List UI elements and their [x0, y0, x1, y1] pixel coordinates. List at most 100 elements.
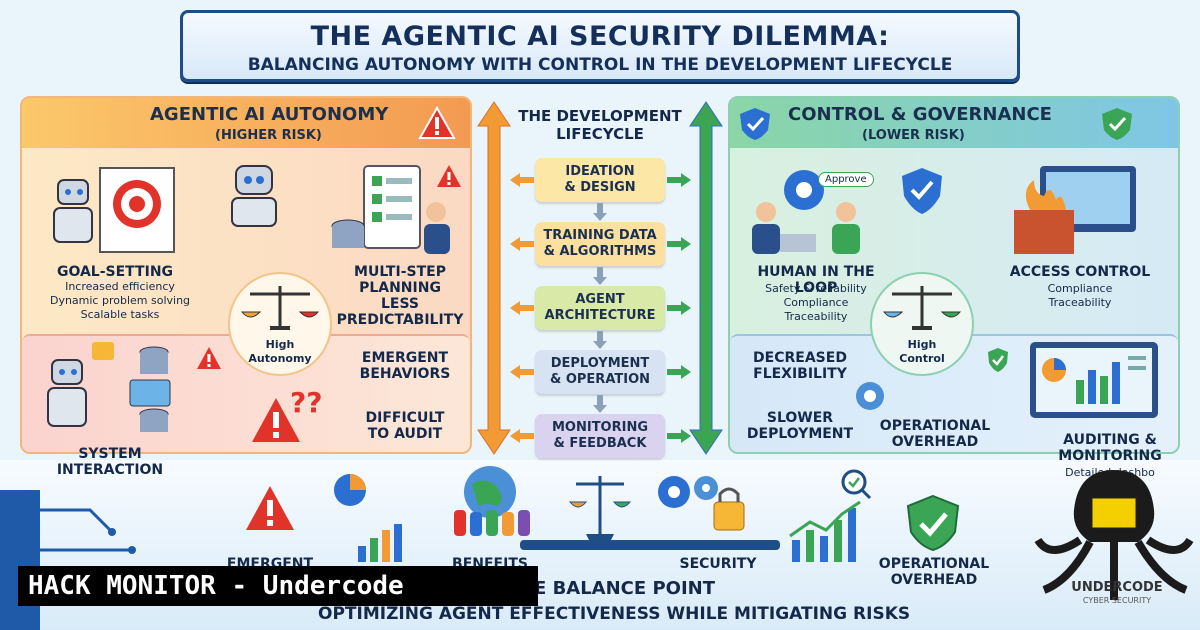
bottom-overhead-line1: OPERATIONAL: [878, 556, 990, 572]
goal-item: Dynamic problem solving: [49, 294, 191, 307]
shield-check-icon: [1102, 108, 1132, 140]
lifecycle-step: DEPLOYMENT& OPERATION: [535, 350, 665, 394]
arrow-down-icon: [593, 267, 607, 285]
robot-target-illustration: [53, 167, 175, 253]
magnifier-check-icon: [841, 469, 872, 500]
dashboard-monitor-illustration: [1030, 342, 1158, 418]
autonomy-panel-header: [22, 98, 470, 148]
lifecycle-step-label: IDEATION& DESIGN: [564, 164, 635, 196]
lifecycle-step-line2: & OPERATION: [549, 372, 651, 387]
orange-double-arrow: [477, 101, 511, 455]
lifecycle-step-label: TRAINING DATA& ALGORITHMS: [543, 228, 656, 260]
arrow-right-icon: [667, 301, 691, 315]
checklist-illustration: [331, 165, 450, 254]
page-title: THE AGENTIC AI SECURITY DILEMMA:: [310, 21, 890, 52]
warning-icon: [418, 106, 456, 139]
autonomy-title: AGENTIC AI AUTONOMY: [150, 104, 389, 125]
lifecycle-step: MONITORING& FEEDBACK: [535, 414, 665, 458]
human-loop-item: Compliance: [783, 296, 849, 309]
arrow-left-icon: [510, 365, 534, 379]
scale-label-line1: High: [265, 338, 295, 351]
gear-icon: [856, 382, 884, 410]
slower-line2: DEPLOYMENT: [746, 426, 854, 442]
globe-people-illustration: [454, 466, 530, 536]
goal-item: Increased efficiency: [65, 280, 175, 293]
multi-step-line4: PREDICTABILITY: [336, 312, 464, 328]
lifecycle-step-line1: DEPLOYMENT: [550, 356, 650, 371]
octopus-logo-icon: [1034, 470, 1194, 600]
balance-scale-icon: [882, 286, 962, 330]
arrow-left-icon: [510, 237, 534, 251]
arrow-right-icon: [667, 237, 691, 251]
lifecycle-title-line1: THE DEVELOPMENT: [518, 107, 682, 125]
lifecycle-step-line2: & DESIGN: [564, 180, 636, 195]
security-label: SECURITY: [679, 556, 757, 572]
system-line1: SYSTEM: [78, 446, 142, 462]
lifecycle-step-label: DEPLOYMENT& OPERATION: [550, 356, 650, 388]
goal-item: Scalable tasks: [80, 308, 160, 321]
balance-beam: [520, 540, 780, 550]
approve-bubble: Approve: [818, 172, 874, 187]
lifecycle-step: TRAINING DATA& ALGORITHMS: [535, 222, 665, 266]
access-control-label: ACCESS CONTROL: [1009, 264, 1151, 280]
system-line2: INTERACTION: [56, 462, 164, 478]
circuit-decoration-left: [0, 490, 136, 630]
emergent-line1: EMERGENT: [361, 350, 449, 366]
human-loop-label: HUMAN IN THE LOOP: [757, 264, 875, 296]
growth-chart-icon: [789, 500, 861, 562]
arrow-down-icon: [593, 395, 607, 413]
lifecycle-step-line2: & ALGORITHMS: [543, 244, 657, 259]
bottom-overhead-line2: OVERHEAD: [890, 572, 978, 588]
human-loop-item: Safety & reliability: [765, 282, 867, 295]
slower-line1: SLOWER: [766, 410, 834, 426]
scale-label-line2: Autonomy: [248, 352, 312, 365]
arrow-left-icon: [510, 429, 534, 443]
watermark-banner: HACK MONITOR - Undercode: [18, 566, 538, 606]
governance-subtitle: (LOWER RISK): [862, 128, 965, 143]
balance-scale-icon: [240, 286, 320, 330]
control-scale-line2: Control: [899, 352, 945, 365]
flexibility-line1: DECREASED: [753, 350, 847, 366]
lifecycle-step-line1: AGENT: [575, 292, 625, 307]
shield-check-icon: [988, 348, 1008, 372]
multi-step-line1: MULTI-STEP: [354, 264, 446, 280]
logo-text: UNDERCODE: [1071, 580, 1163, 595]
lifecycle-step: IDEATION& DESIGN: [535, 158, 665, 202]
balance-scale-icon: [568, 476, 632, 546]
warning-icon: [437, 165, 461, 187]
control-scale-line1: High: [907, 338, 937, 351]
flexibility-line2: FLEXIBILITY: [753, 366, 847, 382]
balance-point-label: E BALANCE POINT: [534, 578, 715, 599]
goal-setting-label: GOAL-SETTING: [56, 264, 174, 280]
arrow-left-icon: [510, 173, 534, 187]
gears-lock-illustration: [658, 476, 745, 531]
question-marks-icon: ??: [290, 386, 323, 419]
warning-icon: [197, 347, 221, 369]
title-banner: THE AGENTIC AI SECURITY DILEMMA: BALANCI…: [180, 10, 1020, 82]
warning-icon: [252, 398, 300, 442]
tagline: OPTIMIZING AGENT EFFECTIVENESS WHILE MIT…: [318, 604, 911, 624]
shield-check-icon: [906, 494, 960, 552]
bar-chart-icon: [358, 524, 402, 562]
multi-step-line3: LESS: [380, 296, 420, 312]
robot-icon: [231, 165, 277, 227]
watermark-text: HACK MONITOR - Undercode: [28, 571, 404, 601]
warning-icon: [246, 486, 294, 530]
arrow-down-icon: [593, 331, 607, 349]
lifecycle-step-line2: ARCHITECTURE: [544, 308, 656, 323]
autonomy-subtitle: (HIGHER RISK): [215, 128, 322, 143]
access-item: Traceability: [1048, 296, 1112, 309]
audit-line1: DIFFICULT: [365, 410, 445, 426]
emergent-line2: BEHAVIORS: [359, 366, 451, 382]
lifecycle-step-line1: MONITORING: [551, 420, 649, 435]
lifecycle-title-line2: LIFECYCLE: [556, 125, 644, 143]
lifecycle-step-line1: TRAINING DATA: [543, 228, 657, 243]
arrow-left-icon: [510, 301, 534, 315]
lifecycle-step-line2: & FEEDBACK: [553, 436, 647, 451]
pie-chart-icon: [334, 474, 366, 506]
logo-subtext: CYBER SECURITY: [1082, 596, 1152, 605]
blue-double-arrow: [689, 101, 723, 455]
auditing-line1: AUDITING &: [1063, 432, 1157, 448]
system-interaction-illustration: [47, 342, 171, 432]
